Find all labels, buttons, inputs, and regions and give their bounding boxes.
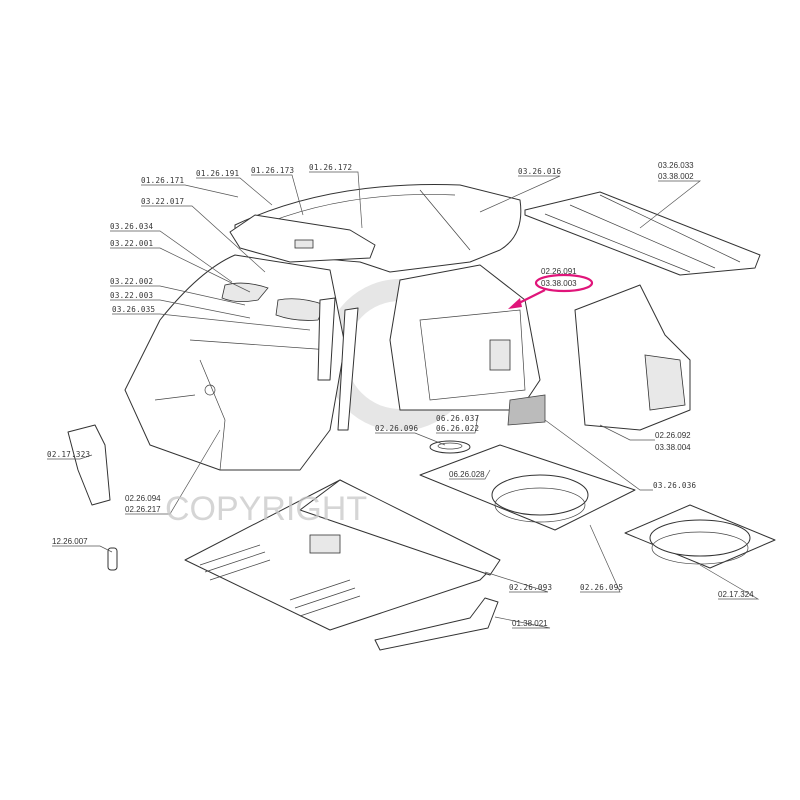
pillar-part [317, 297, 359, 431]
label-02-26-093: 02.26.093 [509, 583, 552, 592]
rear-body-part [124, 254, 346, 471]
watermark: COPYRIGHT [165, 490, 367, 528]
label-03-26-034: 03.26.034 [110, 222, 154, 231]
trunk-floor-part [419, 444, 636, 531]
label-01-26-171: 01.26.171 [141, 176, 184, 185]
label-03-38-002: 03.38.002 [658, 172, 694, 181]
label-02-26-094: 02.26.094 [125, 494, 161, 503]
label-03-38-003: 03.38.003 [541, 279, 577, 288]
mesh-net-part [507, 394, 546, 426]
roof-rail-part [229, 214, 376, 263]
label-02-26-092: 02.26.092 [655, 431, 691, 440]
label-02-26-217: 02.26.217 [125, 505, 161, 514]
label-01-26-172: 01.26.172 [309, 163, 352, 172]
label-03-22-001: 03.22.001 [110, 239, 153, 248]
highlight-callout [508, 273, 594, 309]
right-side-panel [574, 284, 691, 431]
label-02-17-324: 02.17.324 [718, 590, 754, 599]
label-02-17-323: 02.17.323 [47, 450, 90, 459]
label-03-38-004: 03.38.004 [655, 443, 691, 452]
label-12-26-007: 12.26.007 [52, 537, 88, 546]
label-03-26-016: 03.26.016 [518, 167, 562, 176]
trunk-side-panel [389, 264, 541, 411]
part-labels: 01.26.171 01.26.191 01.26.173 01.26.172 … [47, 161, 754, 628]
arrowhead-icon [508, 298, 522, 309]
round-cover-part [429, 440, 471, 454]
label-01-26-191: 01.26.191 [196, 169, 239, 178]
spare-tray-part [624, 504, 776, 569]
label-03-26-035: 03.26.035 [112, 305, 155, 314]
leader-lines [47, 171, 760, 629]
label-02-26-091: 02.26.091 [541, 267, 577, 276]
label-03-26-036: 03.26.036 [653, 481, 697, 490]
label-06-26-037: 06.26.037 [436, 414, 479, 423]
label-06-26-022: 06.26.022 [436, 424, 479, 433]
label-01-26-173: 01.26.173 [251, 166, 294, 175]
label-01-38-021: 01.38.021 [512, 619, 548, 628]
corner-trim-part [67, 424, 111, 506]
label-02-26-096: 02.26.096 [375, 424, 419, 433]
label-02-26-095: 02.26.095 [580, 583, 623, 592]
highlight-ellipse [534, 273, 594, 293]
label-03-26-033: 03.26.033 [658, 161, 694, 170]
watermark-text: COPYRIGHT [165, 490, 367, 528]
label-03-22-002: 03.22.002 [110, 277, 153, 286]
label-03-22-003: 03.22.003 [110, 291, 153, 300]
label-03-22-017: 03.22.017 [141, 197, 184, 206]
bracket-part [374, 597, 499, 651]
cap-part [107, 547, 118, 571]
label-06-26-028: 06.26.028 [449, 470, 485, 479]
parcel-shelf-part [524, 191, 761, 276]
